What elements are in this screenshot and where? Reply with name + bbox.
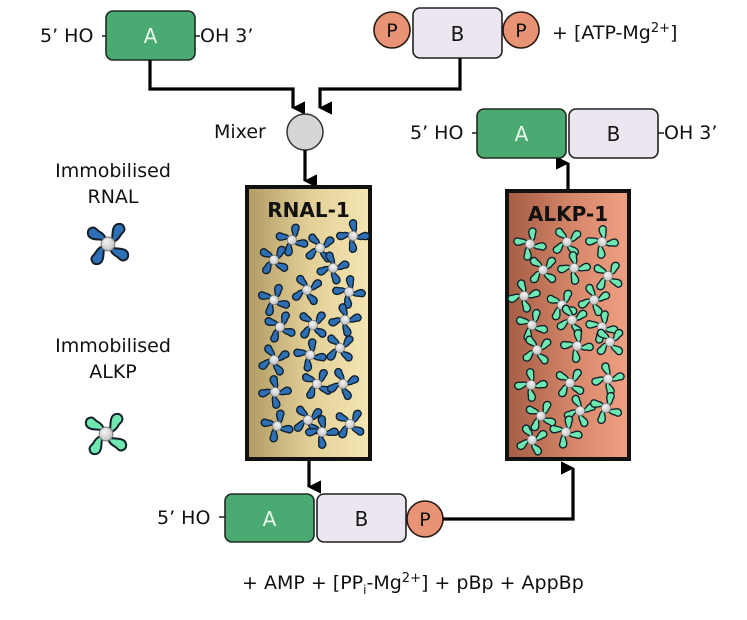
rnal-immobilised-enzyme xyxy=(305,233,335,263)
alkp-immobilised-enzyme xyxy=(522,335,552,365)
alkp-column: ALKP-1 xyxy=(505,189,631,461)
alkp-immobilised-enzyme xyxy=(555,368,585,398)
rnal-immobilised-enzyme xyxy=(258,375,292,409)
phosphate-right-icon xyxy=(502,11,540,49)
intermediate-block-a xyxy=(224,493,315,543)
block-a-label: A xyxy=(144,24,158,48)
product-block-a-label: A xyxy=(515,122,529,146)
intermediate-strand: 5’ HO A B P xyxy=(157,493,444,543)
rnal-enzyme-cluster xyxy=(257,219,370,449)
product-strand: 5’ HO A B OH 3’ xyxy=(410,108,717,159)
rnal-immobilised-enzyme xyxy=(335,409,365,439)
rnal-immobilised-enzyme xyxy=(336,219,370,253)
intermediate-five-prime-label: 5’ HO xyxy=(157,507,210,529)
atp-mg-cofactor: + [ATP-Mg2+] xyxy=(552,21,677,44)
alkp-immobilised-enzyme xyxy=(514,368,548,402)
product-block-a xyxy=(476,108,567,159)
five-prime-label: 5’ HO xyxy=(40,25,93,47)
three-prime-label: OH 3’ xyxy=(200,25,253,47)
mixer-icon xyxy=(286,113,324,151)
phosphate-right-label: P xyxy=(515,20,526,42)
legend-rnal-line1: Immobilised xyxy=(55,160,171,182)
rnal-immobilised-enzyme xyxy=(326,367,360,401)
rnal-immobilised-enzyme xyxy=(275,223,309,257)
phosphate-left-icon xyxy=(373,11,411,49)
alkp-immobilised-enzyme xyxy=(525,400,557,432)
wire-b-to-mixer xyxy=(318,58,462,115)
alkp-enzyme-glyph xyxy=(84,412,128,456)
alkp-immobilised-enzyme xyxy=(549,415,583,449)
wire-intermediate-to-alkp xyxy=(443,461,575,521)
alkp-enzyme-icon xyxy=(84,412,128,456)
alkp-immobilised-enzyme xyxy=(507,279,541,313)
rnal-immobilised-enzyme xyxy=(305,415,339,449)
rnal-immobilised-enzyme xyxy=(259,245,289,275)
alkp-immobilised-enzyme xyxy=(577,283,611,317)
rnal-immobilised-enzyme xyxy=(299,311,327,339)
product-five-prime-label: 5’ HO xyxy=(410,122,463,144)
alkp-immobilised-enzyme xyxy=(589,391,623,425)
legend-alkp: Immobilised ALKP xyxy=(55,335,171,456)
alkp-immobilised-enzyme xyxy=(513,227,547,261)
alkp-immobilised-enzyme xyxy=(591,362,625,396)
rnal-immobilised-enzyme xyxy=(291,274,323,306)
top-left-strand: 5’ HO A OH 3’ xyxy=(40,10,253,61)
alkp-immobilised-enzyme xyxy=(529,256,557,284)
rnal-column: RNAL-1 xyxy=(245,185,372,461)
alkp-immobilised-enzyme xyxy=(563,394,597,428)
alkp-immobilised-enzyme xyxy=(585,225,619,259)
mixer: Mixer xyxy=(214,113,324,151)
rnal-enzyme-icon xyxy=(86,222,130,266)
block-b xyxy=(412,7,503,59)
legend-rnal-line2: RNAL xyxy=(88,186,139,208)
byproducts-equation: + AMP + [PPi-Mg2+] + pBp + AppBp xyxy=(242,571,584,597)
alkp-immobilised-enzyme xyxy=(560,329,594,363)
rnal-immobilised-enzyme xyxy=(332,275,366,309)
rnal-column-title: RNAL-1 xyxy=(267,198,350,222)
rnal-immobilised-enzyme xyxy=(258,344,290,376)
rnal-immobilised-enzyme xyxy=(316,251,350,285)
alkp-column-title: ALKP-1 xyxy=(528,202,608,226)
alkp-immobilised-enzyme xyxy=(557,251,591,285)
rnal-immobilised-enzyme xyxy=(260,409,294,443)
legend-alkp-line1: Immobilised xyxy=(55,335,171,357)
rnal-enzyme-glyph xyxy=(86,222,130,266)
alkp-immobilised-enzyme xyxy=(515,308,549,342)
alkp-immobilised-enzyme xyxy=(596,328,624,356)
intermediate-phosphate-label: P xyxy=(419,509,430,531)
mixer-label: Mixer xyxy=(214,121,266,143)
alkp-immobilised-enzyme xyxy=(593,261,623,291)
legend-alkp-line2: ALKP xyxy=(89,361,137,383)
rnal-immobilised-enzyme xyxy=(264,311,296,343)
intermediate-block-a-label: A xyxy=(263,507,277,531)
top-right-strand: P B P + [ATP-Mg2+] xyxy=(373,7,677,59)
rnal-immobilised-enzyme xyxy=(293,338,327,372)
rnal-immobilised-enzyme xyxy=(257,283,291,317)
alkp-enzyme-cluster xyxy=(507,225,625,456)
wire-a-to-mixer xyxy=(148,60,306,115)
rnal-immobilised-enzyme xyxy=(328,303,362,337)
alkp-immobilised-enzyme xyxy=(516,424,548,456)
intermediate-block-b-label: B xyxy=(355,507,369,531)
product-three-prime-label: OH 3’ xyxy=(664,122,717,144)
legend-rnal: Immobilised RNAL xyxy=(55,160,171,266)
product-block-b-label: B xyxy=(607,122,621,146)
block-b-label: B xyxy=(451,22,465,46)
rnal-immobilised-enzyme xyxy=(326,334,354,362)
intermediate-block-b xyxy=(316,493,407,543)
phosphate-left-label: P xyxy=(386,20,397,42)
